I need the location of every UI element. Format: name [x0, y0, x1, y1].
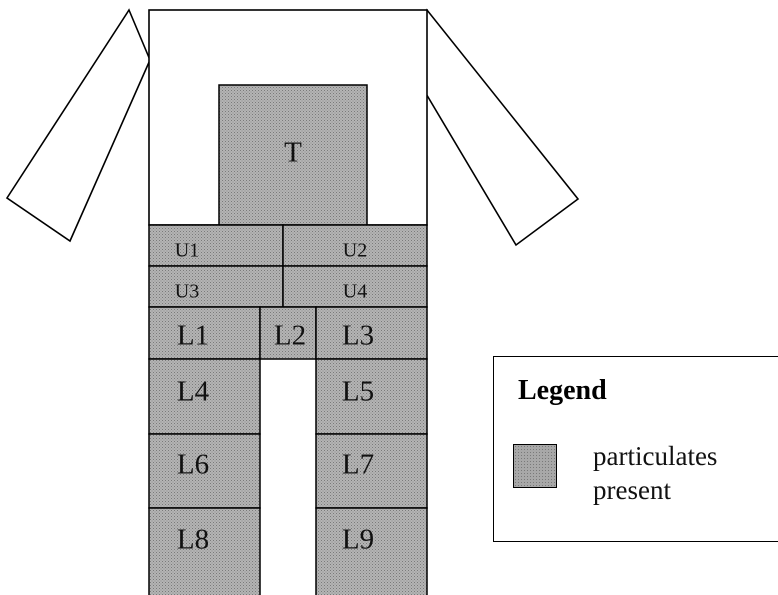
legend-swatch — [513, 444, 557, 488]
zone-L5-label: L5 — [342, 376, 374, 408]
zone-L8 — [148, 507, 261, 595]
zone-U3 — [148, 265, 284, 308]
zone-L4-label: L4 — [177, 376, 210, 408]
zone-L3-label: L3 — [342, 320, 374, 352]
zone-U1-label: U1 — [175, 240, 199, 262]
zone-L2 — [259, 306, 317, 360]
legend-title: Legend — [518, 375, 607, 406]
zone-T-label: T — [284, 137, 302, 169]
zone-L4 — [148, 358, 261, 435]
zone-U4-label: U4 — [343, 281, 367, 303]
zone-L1 — [148, 306, 261, 360]
left-sleeve — [5, 8, 151, 243]
zone-L7 — [315, 433, 428, 509]
zone-L1-label: L1 — [177, 320, 209, 352]
zone-L8-label: L8 — [177, 524, 209, 556]
zone-L9-label: L9 — [342, 524, 374, 556]
right-sleeve — [405, 8, 580, 247]
legend-box: Legend particulates present — [493, 356, 778, 542]
zone-U3-label: U3 — [175, 281, 199, 303]
zone-U2-label: U2 — [343, 240, 367, 262]
zone-L9 — [315, 507, 428, 595]
zone-L6-label: L6 — [177, 449, 209, 481]
zone-L2-label: L2 — [274, 320, 306, 352]
zone-L7-label: L7 — [342, 449, 374, 481]
zone-L6 — [148, 433, 261, 509]
zone-U4 — [282, 265, 428, 308]
zone-L3 — [315, 306, 428, 360]
zone-L5 — [315, 358, 428, 435]
zone-U1 — [148, 224, 284, 267]
legend-entry-label: particulates present — [593, 441, 718, 505]
